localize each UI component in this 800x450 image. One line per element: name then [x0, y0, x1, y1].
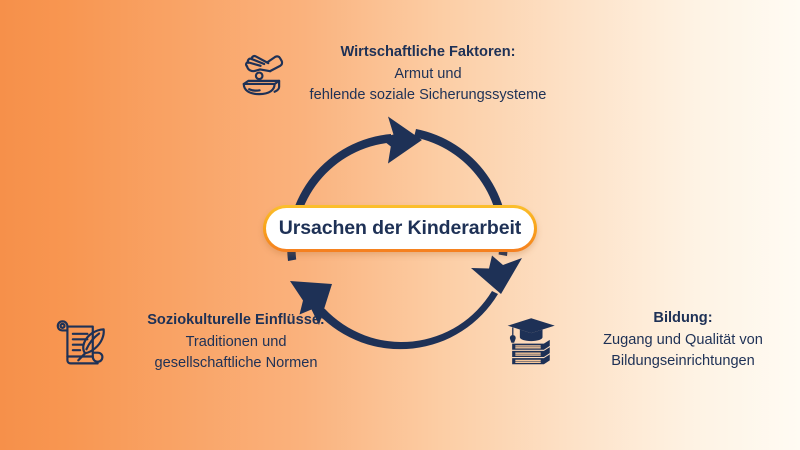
node-economic: Wirtschaftliche Faktoren: Armut und fehl… [232, 42, 552, 107]
node-education-text: Bildung: Zugang und Qualität von Bildung… [574, 308, 792, 373]
node-education: Bildung: Zugang und Qualität von Bildung… [504, 308, 794, 373]
arrow-right-to-left [290, 281, 498, 350]
node-economic-text: Wirtschaftliche Faktoren: Armut und fehl… [304, 42, 552, 107]
cycle-arrows [287, 116, 522, 350]
arrow-left-to-top [287, 116, 422, 261]
node-sociocultural-desc-line-2: gesellschaftliche Normen [154, 355, 318, 372]
hand-dropping-coin-into-bowl-icon [242, 55, 284, 96]
node-sociocultural: Soziokulturelle Einflüsse: Traditionen u… [52, 310, 352, 375]
node-education-desc-line-2: Bildungseinrichtungen [611, 353, 755, 370]
node-economic-title: Wirtschaftliche Faktoren: [340, 44, 516, 60]
node-education-title: Bildung: [653, 310, 713, 326]
node-sociocultural-desc-line-1: Traditionen und [185, 333, 287, 350]
node-economic-desc-line-2: fehlende soziale Sicherungssysteme [309, 87, 547, 104]
arrow-top-to-right [414, 129, 522, 294]
node-sociocultural-title: Soziokulturelle Einflüsse: [147, 312, 325, 328]
node-economic-desc-line-1: Armut und [394, 65, 462, 82]
node-sociocultural-text: Soziokulturelle Einflüsse: Traditionen u… [122, 310, 350, 375]
center-pill-label: Ursachen der Kinderarbeit [278, 217, 522, 239]
graduation-cap-on-books-icon [507, 318, 555, 365]
center-pill: Ursachen der Kinderarbeit [263, 205, 537, 252]
scroll-with-quill-icon [56, 320, 105, 365]
node-education-desc-line-1: Zugang und Qualität von [603, 331, 763, 348]
